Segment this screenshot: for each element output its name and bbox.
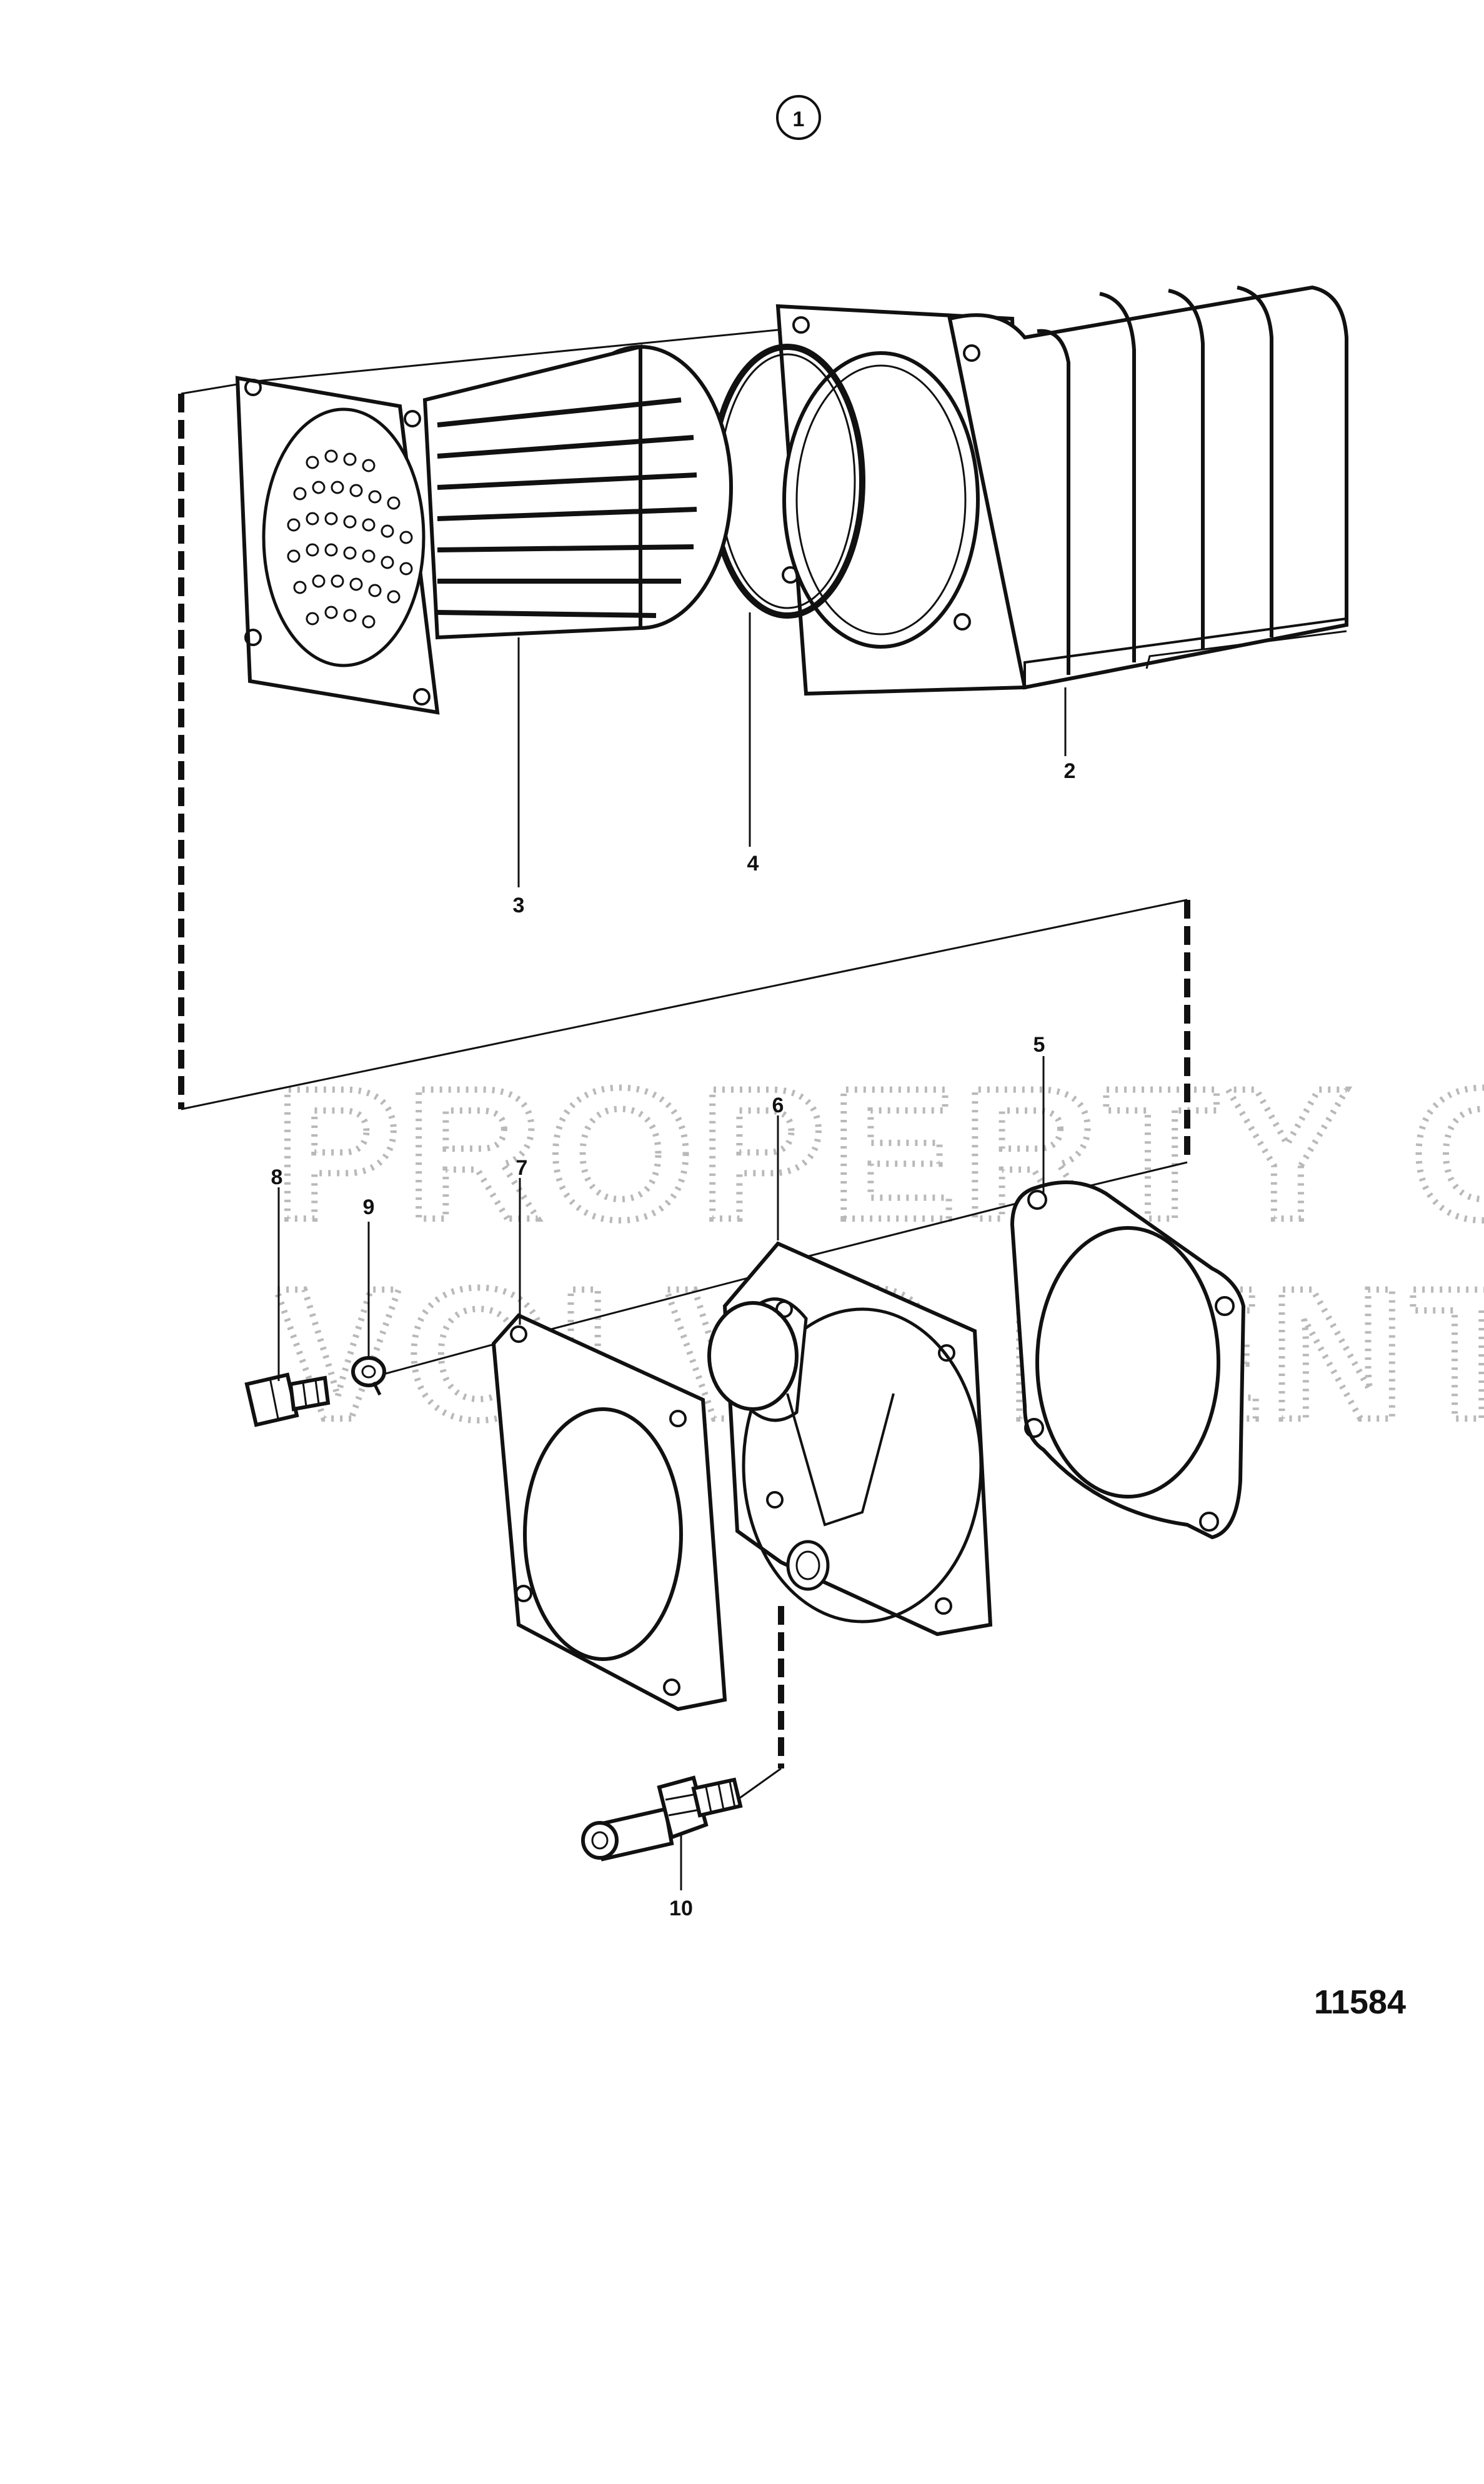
part-8-bolt bbox=[244, 1372, 331, 1427]
callout-3: 3 bbox=[513, 894, 525, 917]
drawing-number: 11584 bbox=[1314, 1983, 1406, 2021]
callout-5: 5 bbox=[1033, 1033, 1045, 1057]
watermark-line-1: PROPERTY OF bbox=[275, 1049, 1484, 1259]
part-6-end-cover bbox=[707, 1241, 993, 1637]
callout-8: 8 bbox=[271, 1165, 283, 1189]
callout-6: 6 bbox=[772, 1094, 784, 1117]
callout-4: 4 bbox=[747, 852, 759, 875]
callout-9: 9 bbox=[363, 1195, 375, 1219]
part-7-front-gasket bbox=[491, 1313, 727, 1712]
callout-10: 10 bbox=[669, 1897, 693, 1920]
part-9-washer bbox=[351, 1356, 386, 1396]
view-number: 1 bbox=[793, 107, 805, 131]
part-5-rear-gasket bbox=[1010, 1180, 1246, 1540]
callout-labels: 2 3 4 5 6 7 8 9 10 bbox=[271, 759, 1076, 1920]
assembly-dashed-lines bbox=[178, 394, 1190, 1768]
part-3-tube-insert bbox=[235, 344, 733, 715]
tube-holes bbox=[287, 449, 413, 629]
callout-7: 7 bbox=[516, 1156, 528, 1180]
callout-2: 2 bbox=[1064, 759, 1076, 783]
view-number-marker: 1 bbox=[776, 95, 821, 140]
leader-lines bbox=[277, 612, 1067, 1890]
part-10-nipple bbox=[581, 1775, 743, 1862]
